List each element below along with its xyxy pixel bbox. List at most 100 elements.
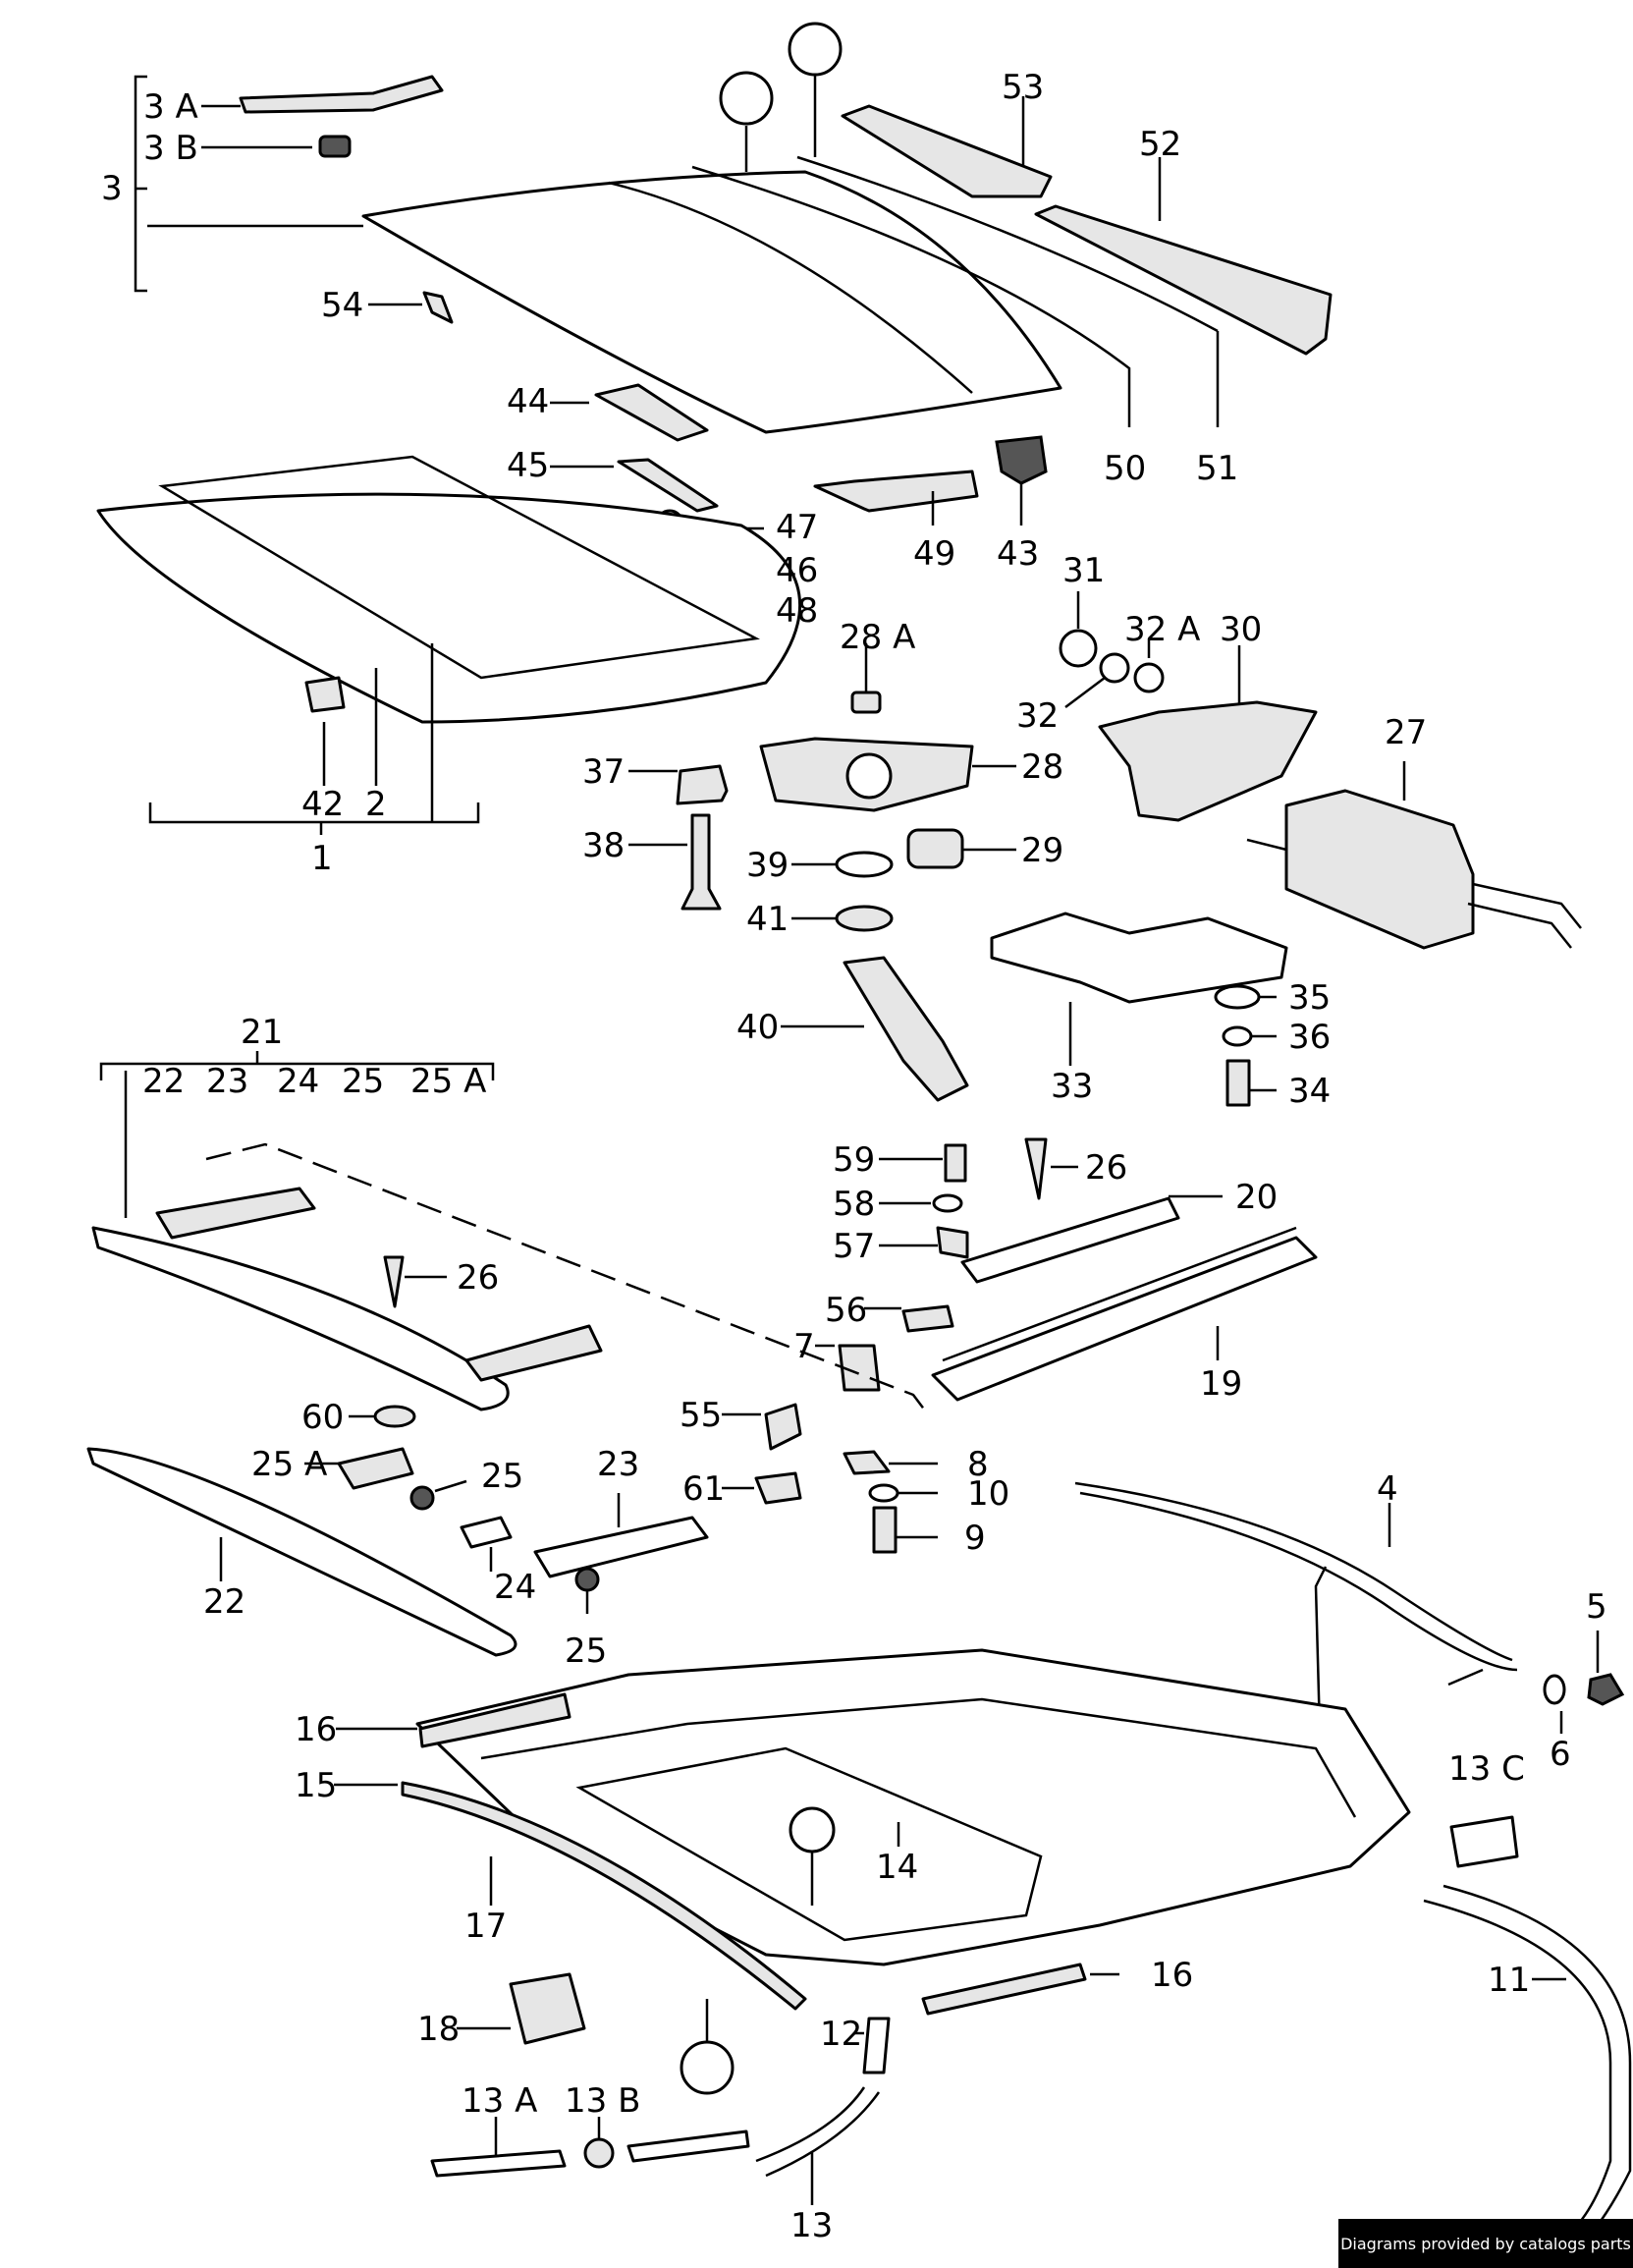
label-34: 34 bbox=[1288, 1072, 1331, 1111]
mounting-bracket-33 bbox=[990, 912, 1288, 1004]
label-38: 38 bbox=[582, 826, 625, 865]
label-2: 2 bbox=[365, 785, 387, 824]
connector-13c bbox=[1449, 1815, 1519, 1868]
label-61: 61 bbox=[682, 1469, 725, 1509]
label-25a-top: 25 A bbox=[410, 1062, 486, 1101]
cap-60 bbox=[373, 1405, 416, 1428]
label-3b: 3 B bbox=[143, 129, 198, 168]
label-13c: 13 C bbox=[1448, 1749, 1525, 1789]
label-1: 1 bbox=[311, 839, 333, 878]
label-12: 12 bbox=[820, 2015, 862, 2054]
label-56: 56 bbox=[825, 1291, 867, 1330]
guide-rail-19 bbox=[931, 1236, 1318, 1402]
label-39: 39 bbox=[746, 846, 789, 885]
strip-16-lower bbox=[921, 1963, 1087, 2016]
label-42: 42 bbox=[301, 785, 344, 824]
bushing-29 bbox=[906, 828, 964, 869]
seal-15 bbox=[401, 1781, 807, 2011]
washer-58 bbox=[932, 1193, 963, 1213]
clip-3b bbox=[318, 135, 352, 158]
bracket-44 bbox=[594, 383, 709, 442]
bolt-9 bbox=[872, 1506, 898, 1554]
washer-32 bbox=[1099, 652, 1130, 684]
clip-57 bbox=[936, 1226, 969, 1259]
screw-38 bbox=[680, 813, 722, 911]
clip-25a bbox=[337, 1447, 414, 1490]
label-54: 54 bbox=[321, 286, 363, 325]
label-16-bottom: 16 bbox=[1151, 1956, 1193, 1995]
plate-53 bbox=[841, 104, 1053, 198]
screw-26-top bbox=[1024, 1137, 1048, 1200]
washer-35 bbox=[1214, 984, 1261, 1010]
label-60: 60 bbox=[301, 1398, 344, 1437]
pin-55 bbox=[764, 1403, 802, 1451]
lock-washer-36 bbox=[1222, 1025, 1253, 1047]
clip-42 bbox=[304, 676, 346, 713]
label-18: 18 bbox=[417, 2010, 460, 2049]
plate-8 bbox=[843, 1450, 891, 1475]
label-22-bottom: 22 bbox=[203, 1582, 245, 1622]
bracket-21 bbox=[99, 1062, 495, 1080]
bolt-34 bbox=[1225, 1059, 1251, 1107]
cable-4 bbox=[1074, 1481, 1513, 1662]
grommet-54 bbox=[422, 291, 454, 324]
screw-59 bbox=[944, 1143, 967, 1183]
rail-22-lower bbox=[86, 1447, 517, 1657]
label-28a: 28 A bbox=[840, 618, 915, 657]
label-36: 36 bbox=[1288, 1018, 1331, 1057]
label-25a-mid: 25 A bbox=[251, 1445, 327, 1484]
label-23-top: 23 bbox=[206, 1062, 248, 1101]
plate-52 bbox=[1034, 204, 1333, 356]
label-32a: 32 A bbox=[1124, 610, 1200, 649]
nut-5 bbox=[1587, 1673, 1625, 1706]
washer-39 bbox=[835, 851, 894, 878]
stop-43 bbox=[995, 435, 1048, 485]
label-25-bottom: 25 bbox=[565, 1632, 607, 1671]
label-46: 46 bbox=[776, 551, 818, 590]
label-9: 9 bbox=[964, 1519, 986, 1558]
glass-14 bbox=[575, 1746, 1043, 1942]
label-33: 33 bbox=[1051, 1067, 1093, 1106]
symbol-circle-middle bbox=[789, 1806, 836, 1853]
switch-18 bbox=[509, 1972, 586, 2045]
label-58: 58 bbox=[833, 1185, 875, 1224]
label-28: 28 bbox=[1021, 747, 1063, 787]
label-3a: 3 A bbox=[143, 87, 198, 127]
deflector-strip-3a bbox=[239, 75, 444, 114]
nut-25-lower bbox=[574, 1567, 600, 1592]
label-30: 30 bbox=[1220, 610, 1262, 649]
strip-16-upper bbox=[418, 1692, 572, 1748]
label-5: 5 bbox=[1586, 1587, 1607, 1627]
hose-13-segment bbox=[626, 2130, 750, 2163]
label-11: 11 bbox=[1488, 1961, 1530, 2000]
slide-7 bbox=[838, 1344, 881, 1392]
label-35: 35 bbox=[1288, 978, 1331, 1018]
bracket-49 bbox=[813, 470, 979, 513]
glass-panel-group bbox=[134, 75, 1062, 434]
symbol-circle-y bbox=[788, 22, 843, 77]
label-3: 3 bbox=[101, 169, 123, 208]
label-53: 53 bbox=[1002, 68, 1044, 107]
rail-22-upper bbox=[91, 1226, 510, 1411]
label-19: 19 bbox=[1200, 1364, 1242, 1404]
label-4: 4 bbox=[1377, 1469, 1398, 1509]
label-55: 55 bbox=[680, 1396, 722, 1435]
arm-23-upper-rear bbox=[464, 1324, 603, 1382]
arm-23-upper-front bbox=[155, 1187, 316, 1240]
seal-51 bbox=[796, 155, 1219, 333]
label-50: 50 bbox=[1104, 449, 1146, 488]
frame-2-inner bbox=[158, 455, 760, 680]
nut-28a bbox=[850, 691, 882, 714]
label-47: 47 bbox=[776, 508, 818, 547]
screw-26-left bbox=[383, 1255, 405, 1308]
plate-45 bbox=[617, 458, 719, 513]
label-16-top: 16 bbox=[295, 1710, 337, 1749]
label-40: 40 bbox=[736, 1008, 779, 1047]
label-37: 37 bbox=[582, 752, 625, 792]
label-13: 13 bbox=[790, 2206, 833, 2245]
label-17: 17 bbox=[464, 1907, 507, 1946]
label-23-mid: 23 bbox=[597, 1445, 639, 1484]
credit-banner: Diagrams provided by catalogs parts bbox=[1338, 2219, 1633, 2268]
spring-24 bbox=[460, 1516, 513, 1549]
label-25-top: 25 bbox=[342, 1062, 384, 1101]
